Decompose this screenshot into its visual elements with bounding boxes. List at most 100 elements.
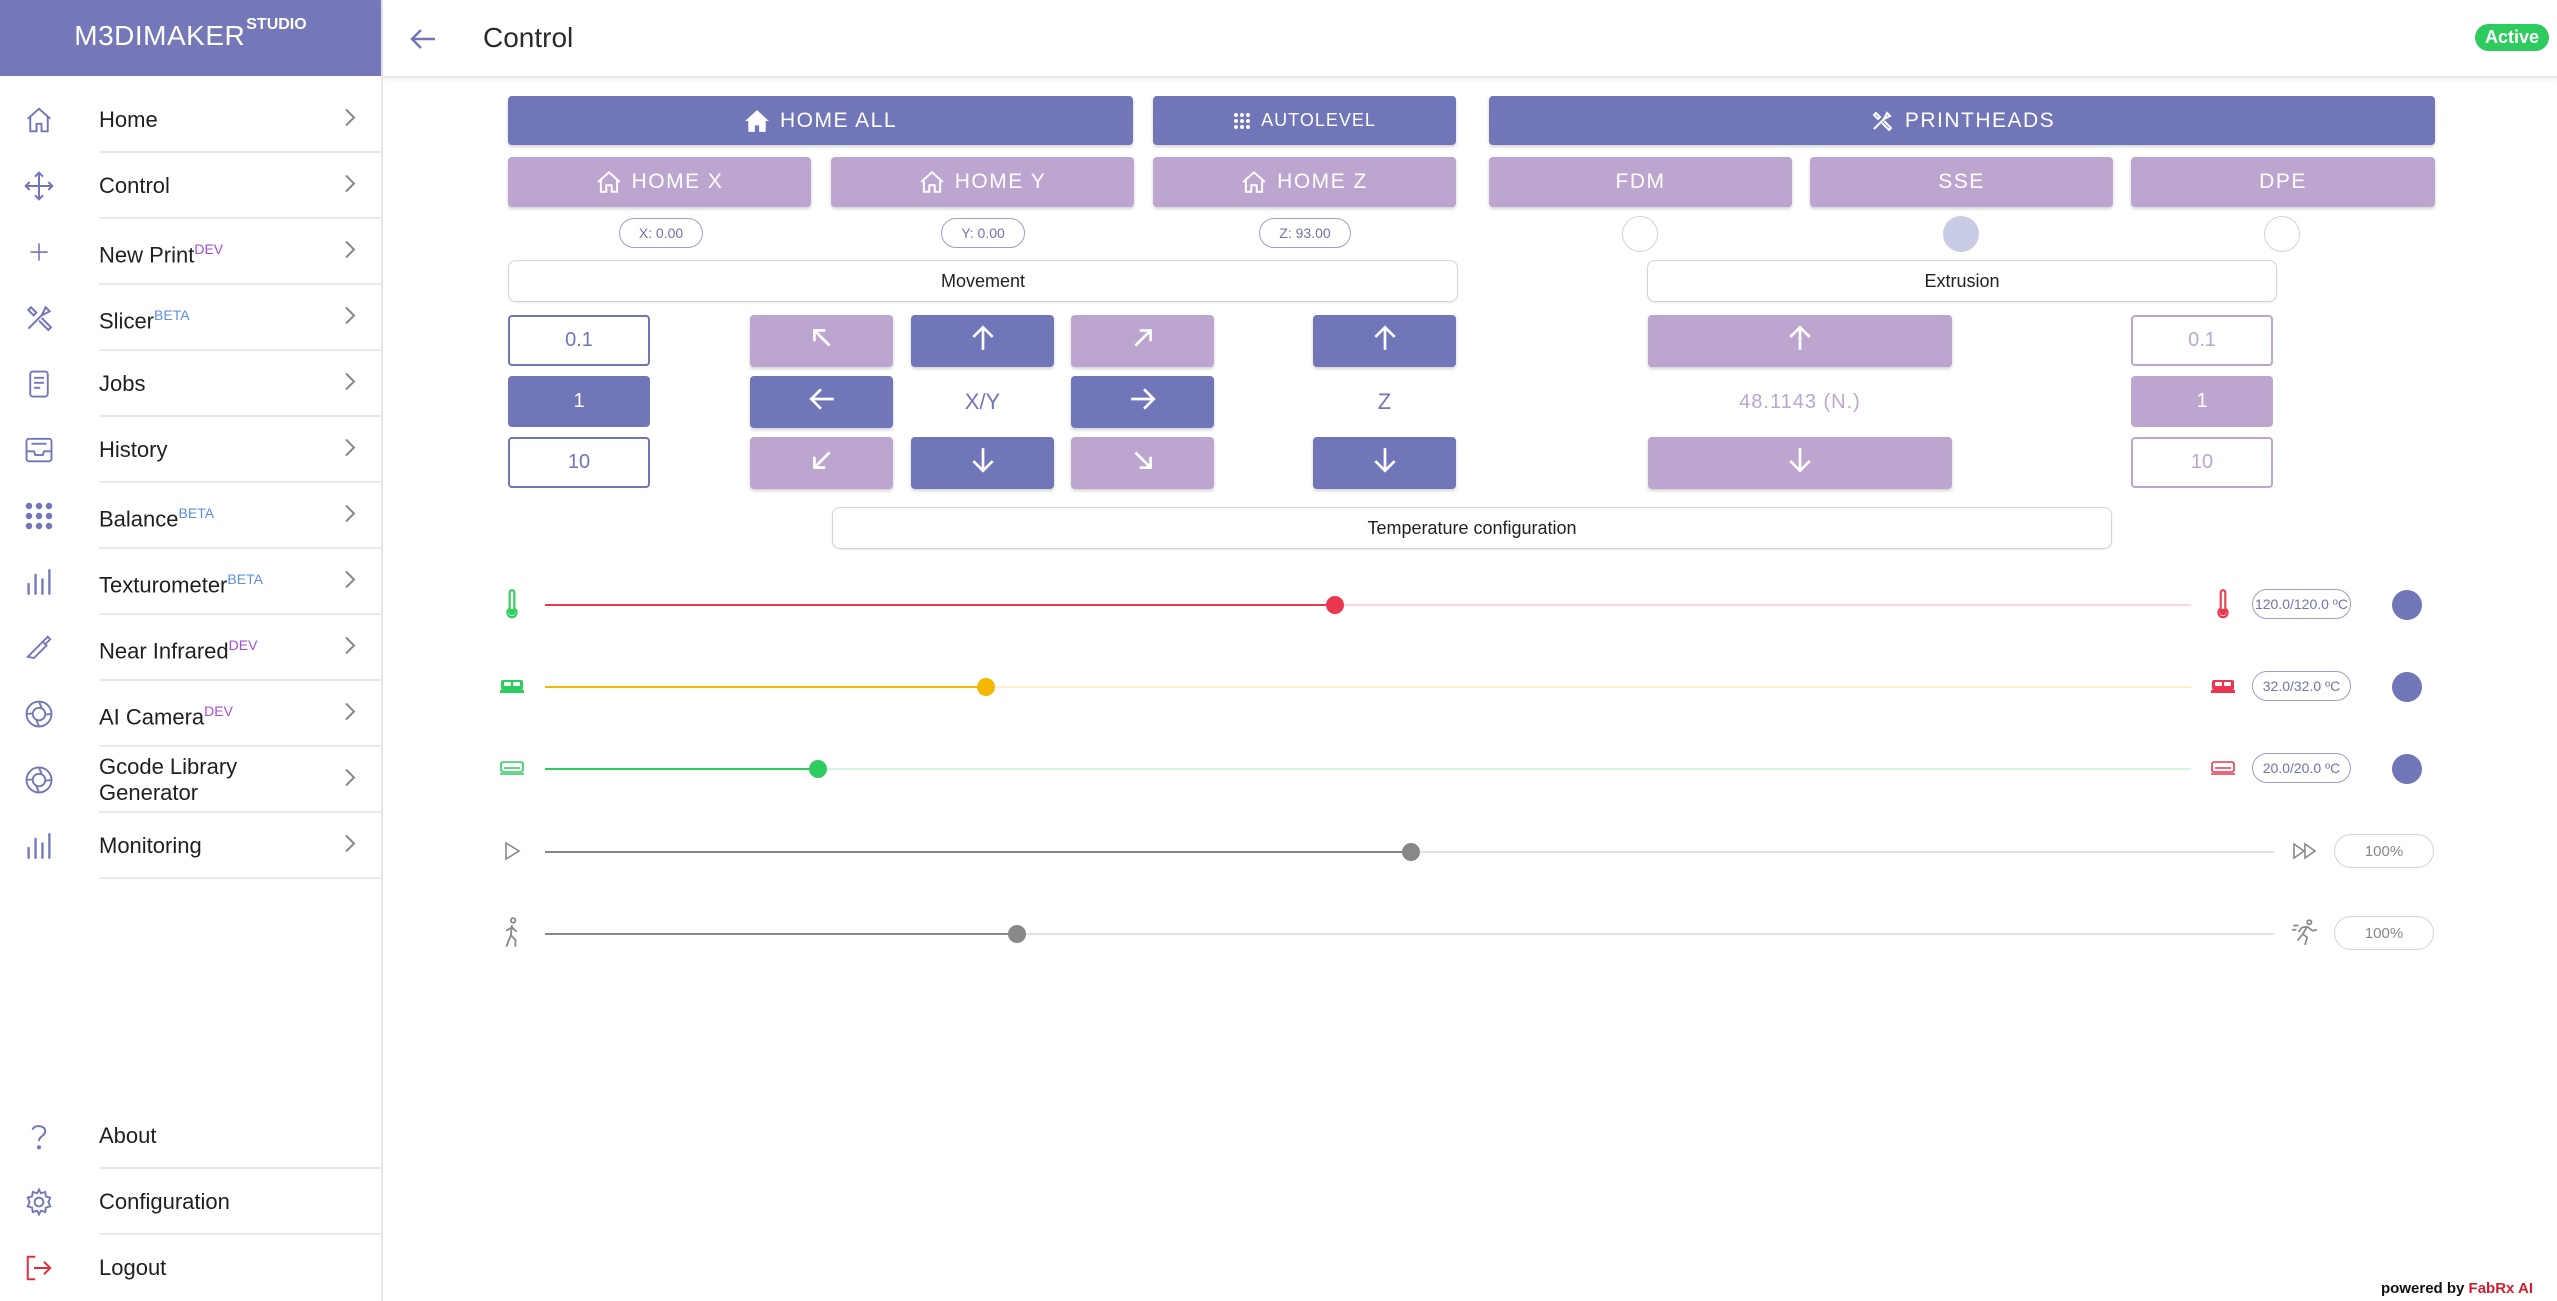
jog-y-plus-button[interactable] [911, 315, 1054, 367]
fast-forward-icon [2285, 831, 2325, 871]
divider [99, 349, 383, 351]
jog-down-right-button[interactable] [1071, 437, 1214, 489]
sidebar-item-about[interactable]: About [0, 1103, 383, 1169]
sidebar-item-label: Monitoring [99, 833, 202, 858]
plus-icon [22, 235, 56, 269]
bed-heater-toggle[interactable] [2392, 672, 2422, 702]
sidebar-item-configuration[interactable]: Configuration [0, 1169, 383, 1235]
back-arrow-icon[interactable] [406, 22, 440, 56]
bed-outline-icon [492, 748, 532, 788]
printheads-button[interactable]: PRINTHEADS [1489, 96, 2435, 145]
chamber-heater-toggle[interactable] [2392, 754, 2422, 784]
slider-knob[interactable] [809, 760, 828, 778]
arrow-left-icon [808, 386, 836, 418]
jog-x-minus-button[interactable] [750, 376, 893, 428]
slider-knob[interactable] [1326, 596, 1345, 614]
temperature-configuration-button[interactable]: Temperature configuration [832, 507, 2112, 549]
jog-up-right-button[interactable] [1071, 315, 1214, 367]
movement-label: Movement [508, 260, 1458, 302]
jog-x-plus-button[interactable] [1071, 376, 1214, 428]
radio-sse[interactable] [1943, 216, 1979, 252]
chevron-right-icon [343, 437, 357, 464]
tools-icon [1869, 109, 1895, 133]
arrow-down-right-icon [1130, 447, 1156, 479]
dpe-button[interactable]: DPE [2131, 157, 2435, 207]
home-y-button[interactable]: HOME Y [831, 157, 1134, 207]
slider-knob[interactable] [1008, 925, 1027, 943]
jog-down-left-button[interactable] [750, 437, 893, 489]
nozzle-temp-readout: 120.0/120.0 ºC [2252, 589, 2351, 619]
sidebar-item-new-print[interactable]: New PrintDEV [0, 219, 383, 285]
slider-fill [545, 604, 1336, 606]
sidebar-item-label: Logout [99, 1255, 167, 1280]
nozzle-temp-slider[interactable] [545, 596, 2191, 614]
slider-knob[interactable] [977, 678, 996, 696]
radio-dpe[interactable] [2264, 216, 2300, 252]
fdm-button[interactable]: FDM [1489, 157, 1792, 207]
jog-z-plus-button[interactable] [1313, 315, 1456, 367]
divider [99, 811, 383, 813]
sidebar-item-jobs[interactable]: Jobs [0, 351, 383, 417]
autolevel-button[interactable]: AUTOLEVEL [1153, 96, 1456, 145]
extrude-down-button[interactable] [1648, 437, 1952, 489]
sidebar-item-logout[interactable]: Logout [0, 1235, 383, 1301]
home-z-button[interactable]: HOME Z [1153, 157, 1456, 207]
sidebar-item-home[interactable]: Home [0, 87, 383, 153]
extrude-step-0.1[interactable]: 0.1 [2131, 315, 2273, 366]
sidebar-item-label: AI CameraDEV [99, 702, 233, 730]
extrude-up-button[interactable] [1648, 315, 1952, 367]
arrow-down-left-icon [809, 447, 835, 479]
sidebar-item-label: SlicerBETA [99, 306, 190, 334]
chevron-right-icon [343, 503, 357, 530]
bar-chart-icon [22, 565, 56, 599]
bed-icon [2203, 666, 2243, 706]
sidebar-item-balance[interactable]: BalanceBETA [0, 483, 383, 549]
running-icon [2285, 913, 2325, 953]
page-title: Control [483, 22, 574, 53]
speed-slider[interactable] [545, 843, 2274, 861]
sidebar-item-near-infrared[interactable]: Near InfraredDEV [0, 615, 383, 681]
extrude-step-10[interactable]: 10 [2131, 437, 2273, 488]
status-badge: Active [2474, 24, 2549, 51]
bed-temp-slider[interactable] [545, 678, 2191, 696]
chamber-temp-slider[interactable] [545, 760, 2191, 778]
flow-slider[interactable] [545, 925, 2274, 943]
sidebar-item-label: BalanceBETA [99, 504, 215, 532]
arrow-right-icon [1129, 386, 1157, 418]
sidebar-item-label: About [99, 1123, 157, 1148]
speed-percent-readout: 100% [2334, 834, 2434, 868]
thermometer-icon [2203, 584, 2243, 624]
sse-button[interactable]: SSE [1810, 157, 2113, 207]
sidebar-item-texturometer[interactable]: TexturometerBETA [0, 549, 383, 615]
jog-z-minus-button[interactable] [1313, 437, 1456, 489]
sidebar-item-history[interactable]: History [0, 417, 383, 483]
xy-axis-label: X/Y [964, 389, 1001, 414]
divider [99, 745, 383, 747]
position-y-readout: Y: 0.00 [941, 218, 1025, 248]
move-step-10[interactable]: 10 [508, 437, 650, 488]
divider [99, 1167, 383, 1169]
extrusion-force-readout: 48.1143 (N.) [1739, 390, 1861, 413]
slider-fill [545, 933, 1018, 935]
move-step-1[interactable]: 1 [508, 376, 650, 427]
inbox-icon [22, 433, 56, 467]
slider-knob[interactable] [1402, 843, 1421, 861]
powered-by-footer: powered by FabRx AI [2381, 1280, 2533, 1297]
extrude-step-1[interactable]: 1 [2131, 376, 2273, 427]
sidebar-item-slicer[interactable]: SlicerBETA [0, 285, 383, 351]
nozzle-heater-toggle[interactable] [2392, 590, 2422, 620]
radio-fdm[interactable] [1622, 216, 1658, 252]
home-all-button[interactable]: HOME ALL [508, 96, 1133, 145]
jog-y-minus-button[interactable] [911, 437, 1054, 489]
home-outline-icon [919, 170, 945, 194]
sidebar-item-monitoring[interactable]: Monitoring [0, 813, 383, 879]
sidebar-item-ai-camera[interactable]: AI CameraDEV [0, 681, 383, 747]
jog-up-left-button[interactable] [750, 315, 893, 367]
home-x-button[interactable]: HOME X [508, 157, 811, 207]
chevron-right-icon [343, 701, 357, 728]
move-step-0.1[interactable]: 0.1 [508, 315, 650, 366]
sidebar-item-control[interactable]: Control [0, 153, 383, 219]
